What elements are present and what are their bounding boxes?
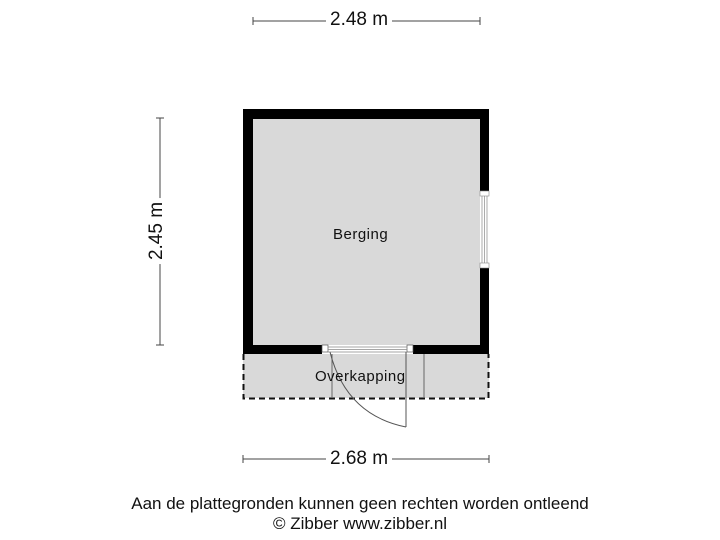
window-right bbox=[479, 190, 490, 269]
overkapping-area bbox=[242, 354, 490, 400]
room-label-berging: Berging bbox=[333, 226, 389, 243]
room-label-overkapping: Overkapping bbox=[315, 368, 406, 385]
berging-room bbox=[243, 109, 489, 354]
dimension-left-label: 2.45 m bbox=[146, 197, 169, 265]
copyright-text: © Zibber www.zibber.nl bbox=[272, 514, 448, 533]
disclaimer-text: Aan de plattegronden kunnen geen rechten… bbox=[131, 494, 589, 513]
dimension-top-label: 2.48 m bbox=[326, 9, 393, 31]
door-bottom bbox=[321, 344, 414, 428]
dimension-bottom-label: 2.68 m bbox=[326, 448, 393, 470]
